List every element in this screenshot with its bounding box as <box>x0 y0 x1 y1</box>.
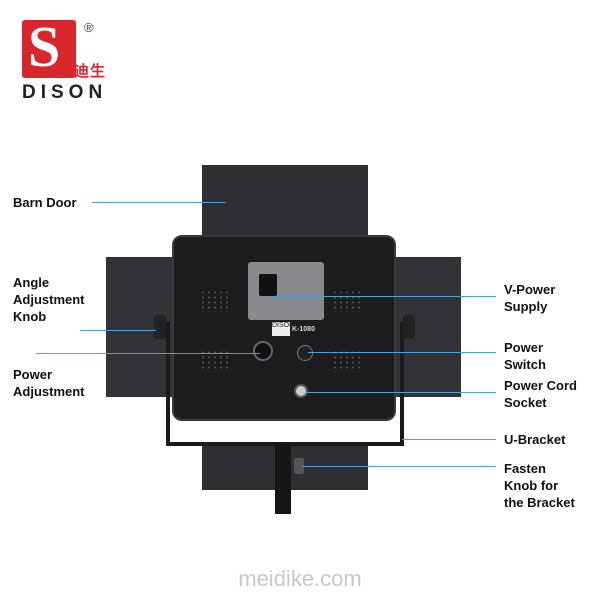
label-power-adjustment: Power Adjustment <box>13 367 85 399</box>
label-angle-knob: Angle Adjustment Knob <box>13 275 85 324</box>
leader-line <box>402 439 496 440</box>
panel-brand-label: DISON <box>272 322 294 336</box>
v-mount-connector <box>259 274 277 296</box>
label-power-switch: Power Switch <box>504 340 546 372</box>
registered-mark: ® <box>84 20 94 35</box>
angle-adjustment-knob <box>154 315 166 339</box>
vent-grille <box>200 290 228 312</box>
dison-logo: S ® 迪生 DISON <box>22 14 112 103</box>
stand-pole <box>275 444 291 514</box>
leader-line <box>92 202 226 203</box>
leader-line <box>36 353 260 354</box>
logo-letter: S <box>28 14 61 79</box>
vent-grille <box>332 290 360 312</box>
label-barn-door: Barn Door <box>13 195 77 210</box>
power-switch <box>297 345 313 361</box>
barn-door-top <box>202 165 368 243</box>
watermark: meidike.com <box>238 566 362 591</box>
leader-line <box>302 466 496 467</box>
label-power-cord-socket: Power Cord Socket <box>504 378 577 410</box>
angle-adjustment-knob-right <box>403 315 415 339</box>
leader-line <box>272 296 496 297</box>
power-cord-socket <box>294 384 308 398</box>
vent-grille <box>200 350 228 372</box>
label-u-bracket: U-Bracket <box>504 432 566 447</box>
leader-line <box>80 330 156 331</box>
label-fasten-knob: Fasten Knob for the Bracket <box>504 461 575 510</box>
fasten-knob <box>294 458 304 474</box>
leader-line <box>306 392 496 393</box>
leader-line <box>308 352 496 353</box>
label-v-power-supply: V-Power Supply <box>504 282 556 314</box>
logo-chinese-text: 迪生 <box>74 62 107 80</box>
vent-grille <box>332 350 360 372</box>
power-adjustment-knob <box>253 341 273 361</box>
logo-brand-name: DISON <box>22 82 108 103</box>
model-label: K-1080 <box>292 326 315 333</box>
logo-mark: S <box>22 14 76 79</box>
